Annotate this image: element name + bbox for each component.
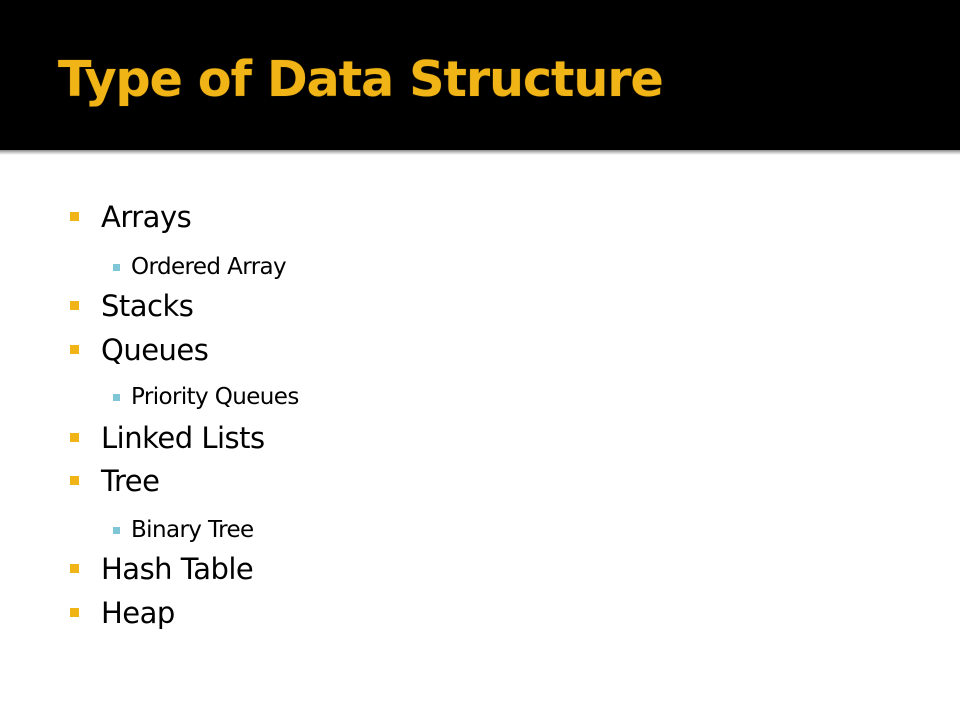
square-bullet-icon bbox=[70, 301, 79, 310]
square-bullet-icon bbox=[70, 433, 79, 442]
square-bullet-icon bbox=[113, 527, 120, 534]
bullet-label: Linked Lists bbox=[101, 421, 265, 455]
bullet-label: Arrays bbox=[101, 200, 192, 234]
bullet-label: Queues bbox=[101, 333, 209, 367]
slide-title: Type of Data Structure bbox=[58, 51, 664, 108]
title-bar: Type of Data Structure bbox=[0, 0, 960, 150]
sub-bullet-label: Priority Queues bbox=[131, 384, 299, 410]
bullet-label: Hash Table bbox=[101, 552, 254, 586]
bullet-label: Tree bbox=[101, 464, 160, 498]
bullet-label: Heap bbox=[101, 596, 175, 630]
square-bullet-icon bbox=[113, 264, 120, 271]
square-bullet-icon bbox=[70, 212, 79, 221]
square-bullet-icon bbox=[70, 476, 79, 485]
square-bullet-icon bbox=[70, 345, 79, 354]
sub-bullet-label: Binary Tree bbox=[131, 517, 254, 543]
sub-bullet-label: Ordered Array bbox=[131, 254, 287, 280]
square-bullet-icon bbox=[70, 608, 79, 617]
title-divider bbox=[0, 150, 960, 155]
bullet-label: Stacks bbox=[101, 289, 194, 323]
square-bullet-icon bbox=[113, 394, 120, 401]
square-bullet-icon bbox=[70, 564, 79, 573]
